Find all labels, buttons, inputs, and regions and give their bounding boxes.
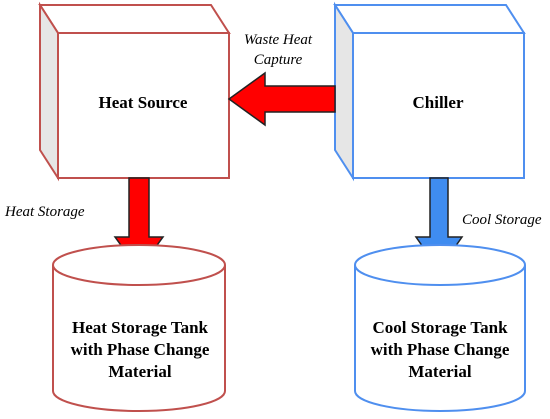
chiller-box-front bbox=[352, 32, 525, 179]
chiller-box: Chiller bbox=[333, 1, 526, 182]
waste-heat-arrow bbox=[227, 71, 336, 127]
waste-heat-label-line2: Capture bbox=[254, 52, 303, 68]
waste-heat-label-line1: Waste Heat bbox=[244, 32, 313, 48]
heat-tank-top bbox=[52, 244, 226, 286]
cool-tank-label-line3: Material bbox=[408, 362, 472, 381]
heat-source-box-front bbox=[57, 32, 230, 179]
cool-tank-label-line2: with Phase Change bbox=[371, 340, 510, 359]
cool-storage-label: Cool Storage bbox=[462, 212, 542, 228]
heat-storage-tank: Heat Storage Tank with Phase Change Mate… bbox=[52, 244, 226, 412]
heat-tank-body bbox=[52, 265, 226, 412]
chiller-box-side bbox=[334, 1, 354, 182]
heat-storage-label: Heat Storage bbox=[4, 204, 85, 220]
heat-tank-label-line3: Material bbox=[108, 362, 172, 381]
cool-storage-tank: Cool Storage Tank with Phase Change Mate… bbox=[354, 244, 526, 412]
heat-source-label: Heat Source bbox=[99, 93, 188, 112]
heat-source-box: Heat Source bbox=[38, 1, 231, 182]
cool-tank-body bbox=[354, 265, 526, 412]
chiller-box-top bbox=[333, 4, 526, 34]
heat-source-box-side bbox=[39, 1, 59, 182]
heat-source-box-top bbox=[38, 4, 231, 34]
cool-tank-top bbox=[354, 244, 526, 286]
heat-tank-label-line2: with Phase Change bbox=[71, 340, 210, 359]
cool-tank-label-line1: Cool Storage Tank bbox=[372, 318, 508, 337]
chiller-label: Chiller bbox=[413, 93, 464, 112]
heat-tank-label-line1: Heat Storage Tank bbox=[72, 318, 209, 337]
